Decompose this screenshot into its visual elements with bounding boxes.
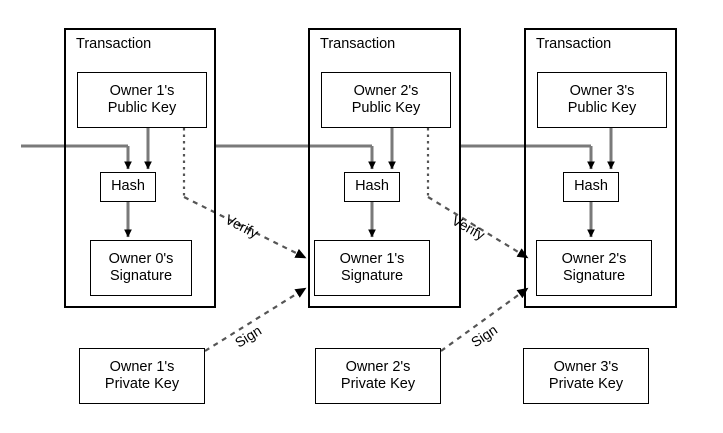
owner-3-private-key-line2: Private Key (548, 376, 624, 392)
owner-0-signature-box[interactable]: Owner 0's Signature (90, 240, 192, 296)
tx3-internal-arrows (587, 128, 615, 238)
transaction-2-hash-label: Hash (355, 178, 389, 195)
owner-2-signature-box[interactable]: Owner 2's Signature (536, 240, 652, 296)
owner-3-public-key-line2: Public Key (567, 100, 637, 116)
sign-arrow-1 (204, 287, 307, 352)
transaction-2-frame (308, 28, 461, 308)
owner-1-public-key-box[interactable]: Owner 1's Public Key (77, 72, 207, 128)
transaction-3-hash-label: Hash (574, 178, 608, 195)
owner-3-private-key-box[interactable]: Owner 3's Private Key (523, 348, 649, 404)
transaction-2-title: Transaction (320, 36, 396, 52)
owner-2-private-key-line1: Owner 2's (345, 358, 411, 375)
owner-2-private-key-line2: Private Key (340, 376, 416, 392)
transaction-3-title: Transaction (536, 36, 612, 52)
owner-3-public-key-box[interactable]: Owner 3's Public Key (537, 72, 667, 128)
owner-1-private-key-box[interactable]: Owner 1's Private Key (79, 348, 205, 404)
sign-arrow-2 (440, 287, 529, 352)
owner-1-signature-line2: Signature (340, 268, 404, 284)
owner-1-private-key-line1: Owner 1's (109, 358, 175, 375)
transaction-1-title: Transaction (76, 36, 152, 52)
transaction-2-hash-box[interactable]: Hash (344, 172, 400, 202)
owner-2-signature-line2: Signature (562, 268, 626, 284)
owner-1-public-key-line2: Public Key (107, 100, 177, 116)
owner-0-signature-line1: Owner 0's (108, 250, 174, 267)
tx2-internal-arrows (368, 128, 396, 238)
owner-0-signature-line2: Signature (109, 268, 173, 284)
owner-2-private-key-box[interactable]: Owner 2's Private Key (315, 348, 441, 404)
verify-arrow-1 (182, 128, 307, 259)
owner-2-public-key-box[interactable]: Owner 2's Public Key (321, 72, 451, 128)
owner-2-public-key-line1: Owner 2's (353, 82, 419, 99)
verify-arrow-2 (426, 128, 529, 259)
owner-1-private-key-line2: Private Key (104, 376, 180, 392)
owner-1-public-key-line1: Owner 1's (109, 82, 175, 99)
owner-1-signature-line1: Owner 1's (339, 250, 405, 267)
owner-3-public-key-line1: Owner 3's (569, 82, 635, 99)
transaction-3-hash-box[interactable]: Hash (563, 172, 619, 202)
owner-3-private-key-line1: Owner 3's (553, 358, 619, 375)
chain-backbone-line (21, 144, 593, 163)
transaction-1-frame (64, 28, 216, 308)
owner-2-public-key-line2: Public Key (351, 100, 421, 116)
tx1-internal-arrows (124, 128, 152, 238)
transaction-1-hash-box[interactable]: Hash (100, 172, 156, 202)
transaction-1-hash-label: Hash (111, 178, 145, 195)
transaction-3-frame (524, 28, 677, 308)
owner-1-signature-box[interactable]: Owner 1's Signature (314, 240, 430, 296)
owner-2-signature-line1: Owner 2's (561, 250, 627, 267)
